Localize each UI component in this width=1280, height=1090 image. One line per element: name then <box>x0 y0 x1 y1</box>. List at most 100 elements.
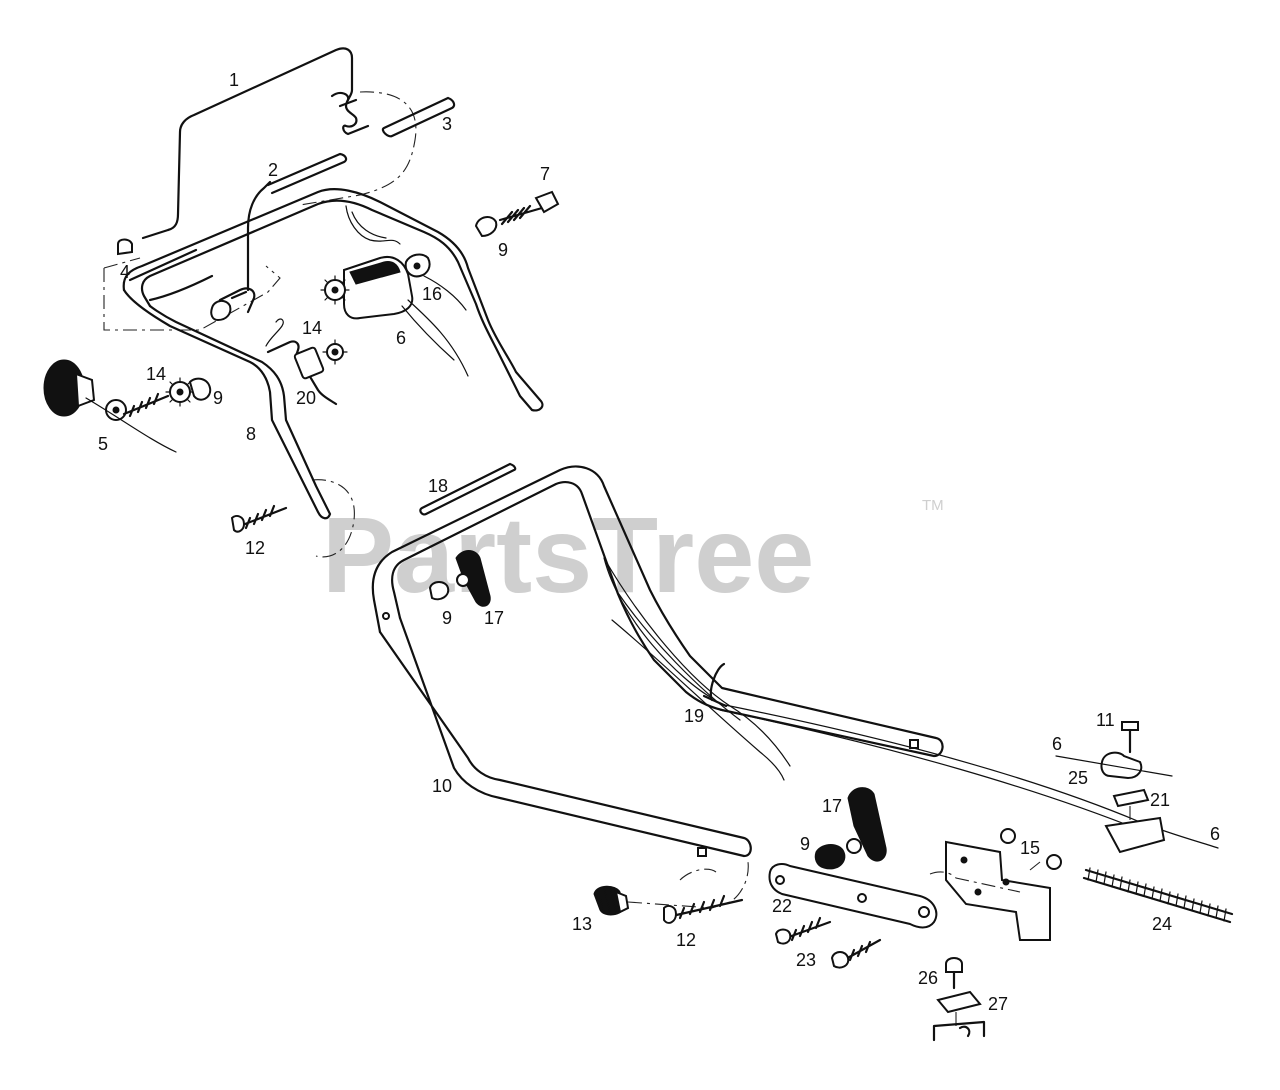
part-25-cable <box>1055 755 1173 777</box>
label-part-15: 15 <box>1020 838 1040 858</box>
bracket-hole-c <box>1002 878 1010 886</box>
bracket-hole-b <box>974 888 982 896</box>
phantom-outline-pivot <box>311 479 355 558</box>
label-part-27: 27 <box>988 994 1008 1014</box>
part-27-nut-plate <box>936 990 982 1014</box>
handle-pivot-cable <box>345 205 401 245</box>
part-22-hole-right <box>918 906 930 918</box>
label-part-6-upper: 6 <box>396 328 406 348</box>
label-part-26: 26 <box>918 968 938 988</box>
part-14-gear-left <box>165 377 195 407</box>
handle-hole-lower <box>697 847 707 857</box>
part-3-grip-sleeve <box>381 96 456 138</box>
watermark: PartsTree TM <box>322 494 944 615</box>
part-21-washer <box>1112 788 1150 808</box>
part-9-bushing-mid <box>428 581 450 601</box>
label-part-22: 22 <box>772 896 792 916</box>
label-part-4: 4 <box>120 262 130 282</box>
part-12-screw-head-upper <box>230 515 246 533</box>
handle-bracket-knob <box>210 300 232 322</box>
label-part-9-mid: 9 <box>442 608 452 628</box>
part-17-knob-lower <box>847 787 887 862</box>
label-part-14-left: 14 <box>146 364 166 384</box>
label-part-16: 16 <box>422 284 442 304</box>
part-17-knob-mid-hub <box>456 573 470 587</box>
phantom-axis-13 <box>627 861 749 909</box>
part-7-bolt <box>498 204 544 226</box>
part-20-linkage <box>265 318 284 347</box>
part-22-hole-left <box>775 875 785 885</box>
label-part-3: 3 <box>442 114 452 134</box>
part-7-bolt-head <box>534 190 560 214</box>
part-23-bolt-upper-head <box>774 928 792 945</box>
part-24-spring-coils <box>1087 867 1227 922</box>
part-9-bushing-right <box>474 216 498 238</box>
label-part-2: 2 <box>268 160 278 180</box>
part-15-deck-bracket <box>945 840 1051 941</box>
part-10-lower-leg <box>378 616 752 858</box>
label-part-6-right: 6 <box>1210 824 1220 844</box>
part-9-bushing-lower <box>814 844 846 870</box>
label-part-10: 10 <box>432 776 452 796</box>
phantom-deck-outline <box>929 861 1041 893</box>
watermark-trademark: TM <box>922 497 944 514</box>
part-8-upper-handle <box>122 188 544 412</box>
part-19-cables <box>603 557 791 781</box>
part-11-screw <box>1121 721 1139 731</box>
watermark-text: PartsTree <box>322 494 814 615</box>
part-15-nut-upper <box>1000 828 1016 844</box>
part-17-knob-lower-hub <box>846 838 862 854</box>
part-14-screw <box>122 392 170 418</box>
phantom-outline-upper <box>103 91 417 331</box>
label-part-9-lower: 9 <box>800 834 810 854</box>
label-part-23: 23 <box>796 950 816 970</box>
label-part-24: 24 <box>1152 914 1172 934</box>
part-17-knob-mid <box>455 550 491 607</box>
part-15-nut-right <box>1046 854 1062 870</box>
label-part-14-upper: 14 <box>302 318 322 338</box>
part-12-screw-lower <box>670 894 744 920</box>
part-4-screw <box>117 238 133 256</box>
label-part-6-clamp: 6 <box>1052 734 1062 754</box>
part-labels: 1 3 2 7 9 4 16 14 6 14 9 20 5 8 18 12 9 … <box>98 70 1220 1014</box>
label-part-11: 11 <box>1096 710 1115 730</box>
part-20-body <box>293 346 325 380</box>
upper-assembly <box>43 47 560 558</box>
lower-assembly <box>371 462 1234 1042</box>
label-part-18: 18 <box>428 476 448 496</box>
part-26-bolt-head <box>945 957 963 973</box>
label-part-19: 19 <box>684 706 704 726</box>
label-part-17-mid: 17 <box>484 608 504 628</box>
label-part-20: 20 <box>296 388 316 408</box>
part-24-spring <box>1082 868 1234 924</box>
part-1-clip <box>330 91 358 108</box>
label-part-7: 7 <box>540 164 550 184</box>
label-part-5: 5 <box>98 434 108 454</box>
handle-hole-left <box>382 612 390 620</box>
part-27-mount <box>932 1020 986 1042</box>
part-23-bolt-lower <box>842 938 882 962</box>
handle-hole-right <box>909 739 919 749</box>
cable-upper <box>401 275 469 377</box>
part-16-hole <box>413 262 421 270</box>
part-22-bracket <box>768 863 938 929</box>
part-25-cable-clamp <box>1100 751 1143 780</box>
label-part-13: 13 <box>572 914 592 934</box>
part-10-lower-handle <box>371 465 944 758</box>
clamp-mount <box>1104 816 1166 854</box>
part-4-bracket <box>218 287 256 314</box>
part-13-knob <box>593 885 630 916</box>
label-part-21: 21 <box>1150 790 1170 810</box>
part-1-lower-end <box>246 180 272 292</box>
part-12-screw-upper <box>238 504 288 530</box>
label-part-17-lower: 17 <box>822 796 842 816</box>
part-1-control-bail <box>141 47 370 240</box>
part-14-gear-upper <box>320 275 350 305</box>
part-18-grip-sleeve <box>419 462 517 516</box>
part-6-control-cable-long <box>719 703 1219 849</box>
part-9-bushing-left <box>188 377 212 401</box>
label-part-12-upper: 12 <box>245 538 265 558</box>
part-6-cable-control-shade <box>349 261 401 285</box>
part-23-bolt-upper <box>784 916 832 942</box>
